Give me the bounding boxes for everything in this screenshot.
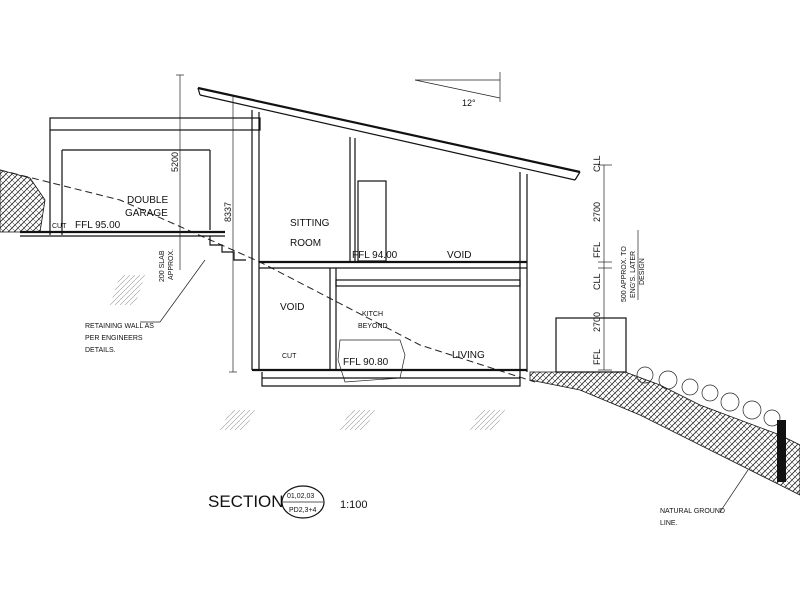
kitchen-outline <box>337 339 406 383</box>
section-bubble <box>281 485 325 519</box>
approx-note-line1: 500 APPROX. TO <box>621 246 628 302</box>
right-soil-hatch <box>529 371 800 496</box>
retaining-line1: RETAINING WALL AS <box>85 323 154 330</box>
retaining-line2: PER ENGINEERS <box>85 335 143 342</box>
sitting-room-line2: ROOM <box>290 238 321 249</box>
roof <box>197 72 581 181</box>
bubble-bottom-label: PD2,3+4 <box>289 507 317 514</box>
double-garage-line2: GARAGE <box>125 208 168 219</box>
double-garage-line1: DOUBLE <box>127 195 168 206</box>
slab-line1: 200 SLAB <box>159 250 166 282</box>
height-8337-label: 8337 <box>223 202 233 222</box>
ffl-sitting-label: FFL 94.00 <box>352 250 398 261</box>
section-title: SECTION <box>208 492 284 511</box>
approx-note-line2: ENG'S. LATER <box>630 251 637 298</box>
living-label: LIVING <box>452 350 485 361</box>
void-upper-label: VOID <box>447 250 471 261</box>
house-walls <box>251 110 627 387</box>
cll-mid-label: CLL <box>592 273 602 290</box>
dimensions <box>140 74 749 513</box>
ffl-right-label: FFL <box>592 242 602 258</box>
cut-garage-label: CUT <box>52 223 67 230</box>
kitchen-line2: BEYOND <box>358 323 388 330</box>
ffl-bottom-right-label: FFL <box>592 349 602 365</box>
cll-top-label: CLL <box>592 155 602 172</box>
kitchen-line1: KITCH <box>362 311 383 318</box>
cut-lower-label: CUT <box>282 353 297 360</box>
natural-ground-line2: LINE. <box>660 520 678 527</box>
dim-2700-bottom-label: 2700 <box>592 312 602 332</box>
ffl-garage-label: FFL 95.00 <box>75 220 121 231</box>
approx-note-line3: DESIGN <box>639 258 646 285</box>
slab-line2: APPROX. <box>168 249 175 280</box>
shrubs <box>636 366 781 427</box>
ground-symbols <box>110 275 505 430</box>
bubble-top-label: 01,02,03 <box>287 493 314 500</box>
dim-2700-top-label: 2700 <box>592 202 602 222</box>
roof-angle-label: 12° <box>462 98 476 108</box>
ffl-living-label: FFL 90.80 <box>343 357 389 368</box>
sitting-room-line1: SITTING <box>290 218 330 229</box>
void-lower-label: VOID <box>280 302 304 313</box>
height-5200-label: 5200 <box>170 152 180 172</box>
scale-label: 1:100 <box>340 499 368 511</box>
garage <box>20 117 261 261</box>
natural-ground-line1: NATURAL GROUND <box>660 508 725 515</box>
right-retaining-wall <box>777 420 786 482</box>
retaining-line3: DETAILS. <box>85 347 116 354</box>
